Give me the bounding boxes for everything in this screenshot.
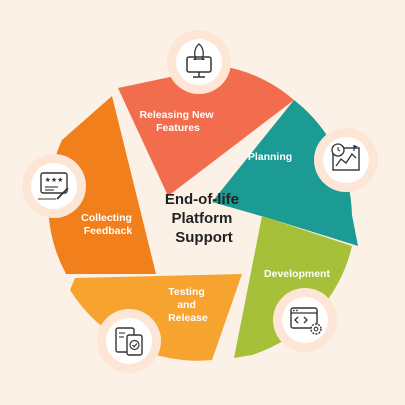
rating-feedback-icon: ★★★ [22, 154, 86, 218]
segment-development [234, 216, 352, 358]
label-development: Development [264, 268, 330, 280]
segment-planning [212, 100, 358, 246]
planning-chart-icon [314, 128, 378, 192]
label-releasing: Releasing New Features [139, 109, 216, 134]
testing-devices-icon [97, 309, 161, 373]
label-feedback: Collecting Feedback [81, 212, 135, 237]
label-testing: Testing and Release [168, 286, 208, 324]
segment-releasing [118, 66, 294, 196]
center-title: End-of-life Platform Support [165, 191, 243, 246]
svg-text:★★★: ★★★ [45, 176, 64, 184]
segment-testing [70, 274, 242, 361]
code-window-gear-icon [273, 288, 337, 352]
segment-feedback [48, 96, 156, 274]
label-planning: Planning [248, 151, 292, 163]
rocket-monitor-icon [167, 30, 231, 94]
